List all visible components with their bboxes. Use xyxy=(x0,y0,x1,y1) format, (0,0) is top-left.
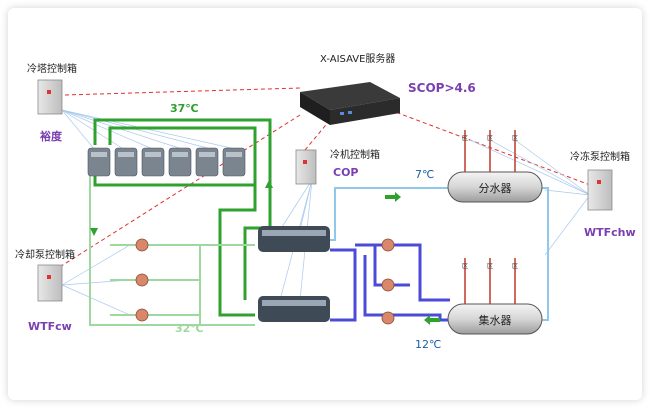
control-cabinets xyxy=(37,79,613,302)
cooling-pump-metric: WTFcw xyxy=(28,320,72,333)
cooling-towers xyxy=(87,147,246,177)
chiller-metric: COP xyxy=(333,166,359,179)
cooling-tower-metric: 裕度 xyxy=(39,129,63,143)
zone-label: 区 xyxy=(487,263,493,270)
chillers xyxy=(258,226,330,322)
chw-supply-temp: 7℃ xyxy=(415,168,434,181)
supply-header-label: 分水器 xyxy=(479,182,512,195)
server-label: X-AISAVE服务器 xyxy=(320,52,395,65)
zone-label: 区 xyxy=(462,263,468,270)
scop-value: SCOP>4.6 xyxy=(408,81,476,95)
cooling-pump-box-label: 冷却泵控制箱 xyxy=(15,248,75,261)
chilled-supply xyxy=(330,187,549,321)
diagram-card xyxy=(8,8,642,400)
chilled-pumps xyxy=(381,238,395,325)
server-device xyxy=(300,82,400,125)
signal-rays xyxy=(61,109,591,316)
tower-return-temp: 32℃ xyxy=(175,322,204,335)
flow-arrows xyxy=(90,180,440,325)
condenser-return xyxy=(89,175,255,326)
chw-return-temp: 12℃ xyxy=(415,338,441,351)
zone-label: 区 xyxy=(512,263,518,270)
chilled-pump-metric: WTFchw xyxy=(584,226,636,239)
condenser-pumps xyxy=(135,238,149,322)
cooling-tower-box-label: 冷塔控制箱 xyxy=(27,62,77,75)
tower-supply-temp: 37℃ xyxy=(170,102,199,115)
zone-label: 区 xyxy=(462,135,468,142)
zone-label: 区 xyxy=(487,135,493,142)
headers xyxy=(447,130,543,335)
zone-label: 区 xyxy=(512,135,518,142)
chilled-pump-box-label: 冷冻泵控制箱 xyxy=(570,150,630,163)
return-header-label: 集水器 xyxy=(479,313,512,327)
chiller-box-label: 冷机控制箱 xyxy=(330,148,380,161)
